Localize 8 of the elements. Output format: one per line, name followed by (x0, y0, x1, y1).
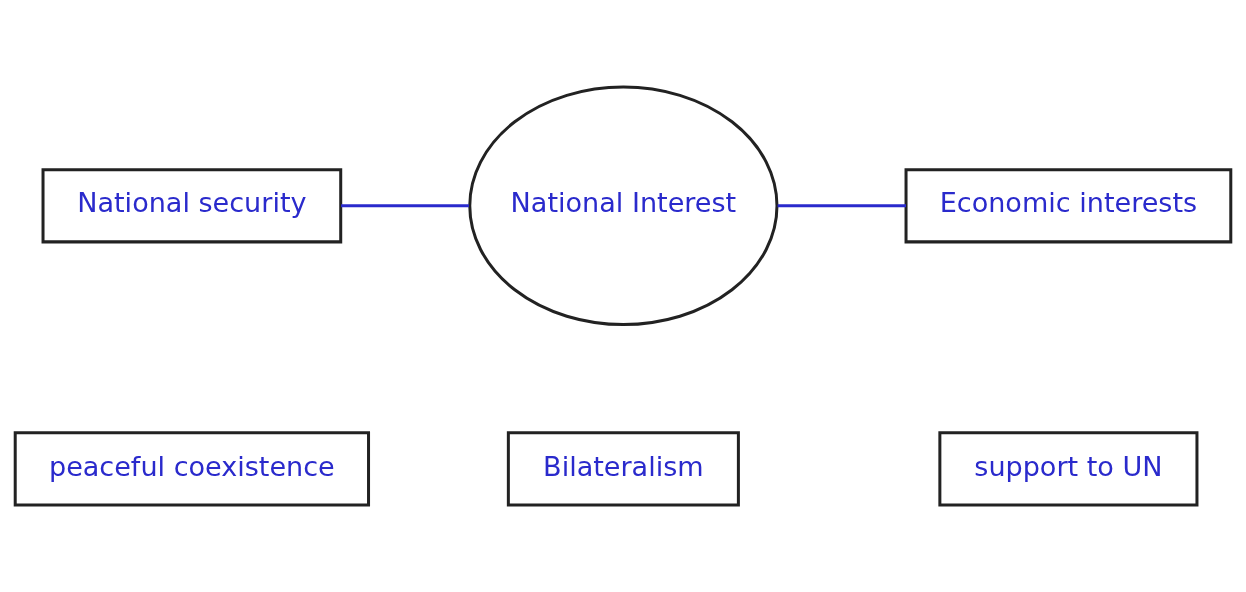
connector (777, 204, 906, 208)
node-box: Economic interests (904, 168, 1233, 244)
node-ellipse: National Interest (468, 85, 779, 327)
node-box: National security (41, 168, 343, 244)
node-box: Bilateralism (506, 431, 740, 507)
node-box: peaceful coexistence (13, 431, 371, 507)
node-box: support to UN (938, 431, 1199, 507)
connector (341, 204, 469, 208)
